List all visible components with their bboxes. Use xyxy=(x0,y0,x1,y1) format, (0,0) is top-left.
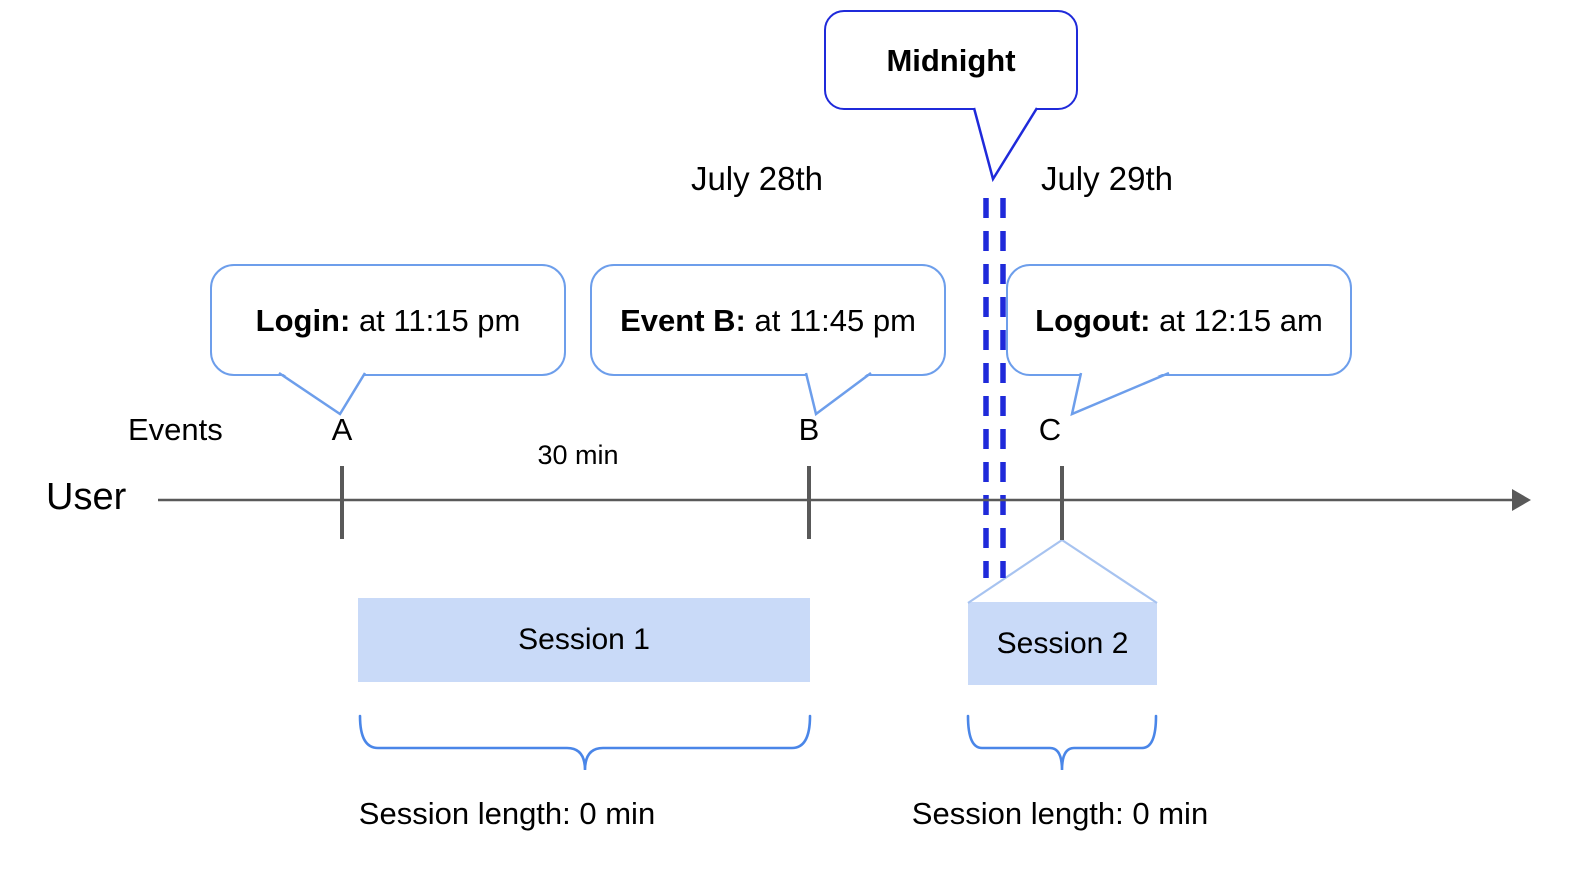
event-b-callout-time: at 11:45 pm xyxy=(745,302,916,338)
logout-callout-time: at 12:15 am xyxy=(1150,302,1323,338)
event-mark-c: C xyxy=(1038,412,1062,447)
events-axis-label: Events xyxy=(128,412,223,447)
midnight-divider-dashed-line xyxy=(983,198,1006,578)
login-callout-tail xyxy=(278,371,367,416)
event-mark-b: B xyxy=(798,412,820,447)
timeline-arrow xyxy=(158,489,1531,511)
session-2-label: Session 2 xyxy=(996,626,1129,660)
login-callout-title: Login: xyxy=(255,302,351,338)
event-b-callout: Event B: at 11:45 pm xyxy=(590,264,946,376)
event-b-callout-title: Event B: xyxy=(620,302,746,338)
session-2-brace xyxy=(966,714,1158,771)
logout-callout-tail xyxy=(1070,371,1170,417)
date-label-july-29: July 29th xyxy=(1040,160,1174,197)
logout-callout: Logout: at 12:15 am xyxy=(1006,264,1352,376)
event-b-callout-tail xyxy=(804,371,872,417)
user-axis-label: User xyxy=(46,476,127,518)
date-label-july-28: July 28th xyxy=(690,160,824,197)
login-callout: Login: at 11:15 pm xyxy=(210,264,566,376)
login-callout-time: at 11:15 pm xyxy=(350,302,521,338)
event-ticks xyxy=(340,466,1064,540)
session-1-brace xyxy=(358,714,812,771)
session-2-box: Session 2 xyxy=(968,602,1157,685)
interval-label: 30 min xyxy=(537,440,619,470)
logout-callout-title: Logout: xyxy=(1035,302,1151,338)
midnight-callout: Midnight xyxy=(824,10,1078,110)
session-1-length-label: Session length: 0 min xyxy=(358,796,656,831)
event-mark-a: A xyxy=(331,412,353,447)
session-1-label: Session 1 xyxy=(518,623,650,656)
session-2-length-label: Session length: 0 min xyxy=(911,796,1209,831)
arrowhead-icon xyxy=(1512,489,1531,511)
session-1-box: Session 1 xyxy=(358,598,810,682)
session-connector-lines xyxy=(967,539,1158,604)
midnight-label: Midnight xyxy=(886,42,1016,78)
